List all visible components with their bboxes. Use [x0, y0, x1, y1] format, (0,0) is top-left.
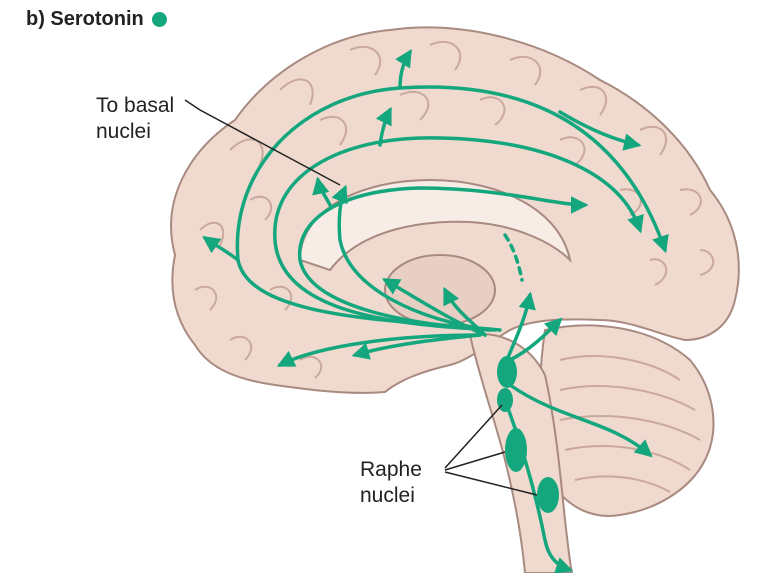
label-basal-line2: nuclei — [96, 119, 174, 145]
cerebellum — [540, 325, 714, 516]
label-raphe-nuclei: Raphe nuclei — [360, 457, 422, 509]
label-raphe-line2: nuclei — [360, 483, 422, 509]
label-to-basal-nuclei: To basal nuclei — [96, 93, 174, 145]
leader-raphe-1 — [445, 405, 502, 468]
label-raphe-line1: Raphe — [360, 457, 422, 483]
leader-raphe-2 — [445, 452, 505, 470]
raphe-nucleus-4 — [537, 477, 559, 513]
label-basal-line1: To basal — [96, 93, 174, 119]
